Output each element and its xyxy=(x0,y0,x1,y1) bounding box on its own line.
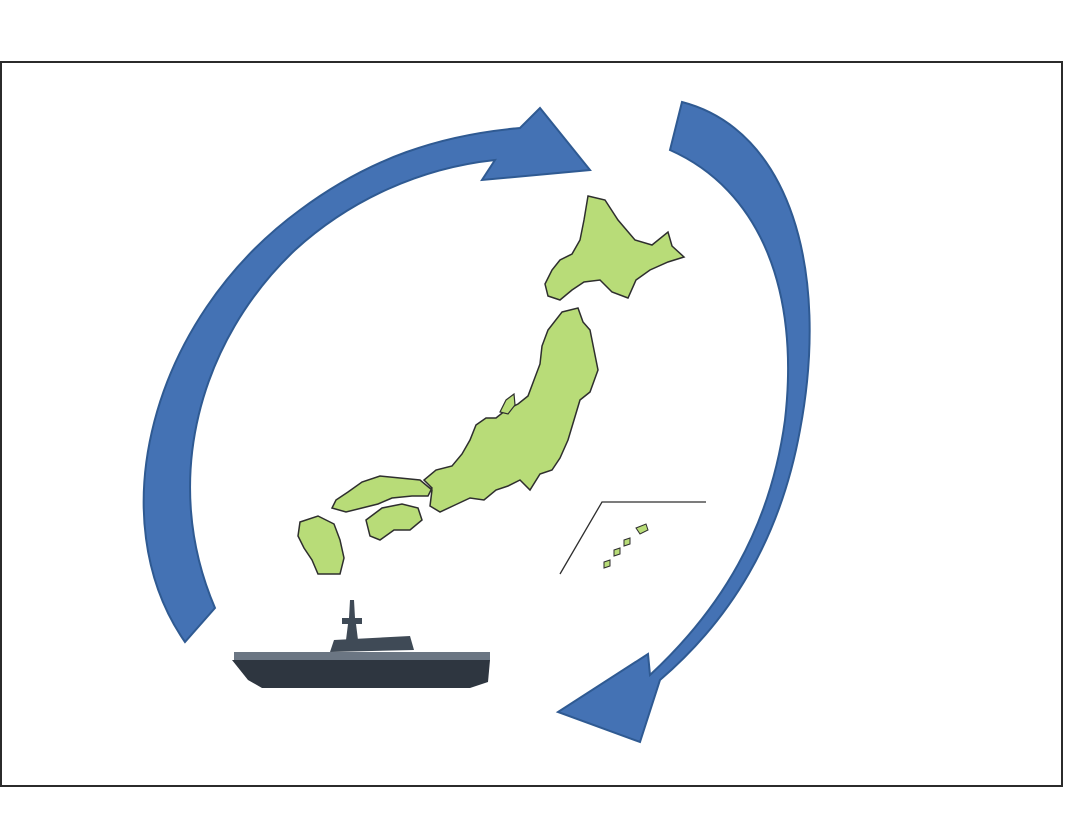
japan-map-icon xyxy=(297,195,706,575)
diagram-border xyxy=(0,61,1063,787)
curved-arrow-top-left-icon xyxy=(142,106,592,644)
honshu-island xyxy=(330,307,599,513)
shikoku-island xyxy=(365,503,423,541)
ship-hull xyxy=(232,660,490,688)
ship-mast xyxy=(342,600,362,640)
ship-flight-deck xyxy=(234,652,490,660)
okinawa-inset-frame xyxy=(559,501,706,575)
curved-arrow-right-icon xyxy=(555,100,811,744)
ship-superstructure xyxy=(330,636,414,652)
sado-island xyxy=(499,392,516,415)
helicopter-destroyer-icon xyxy=(232,600,490,688)
hokkaido-island xyxy=(544,195,686,301)
kyushu-island xyxy=(297,515,345,575)
nansei-islands xyxy=(603,523,649,569)
